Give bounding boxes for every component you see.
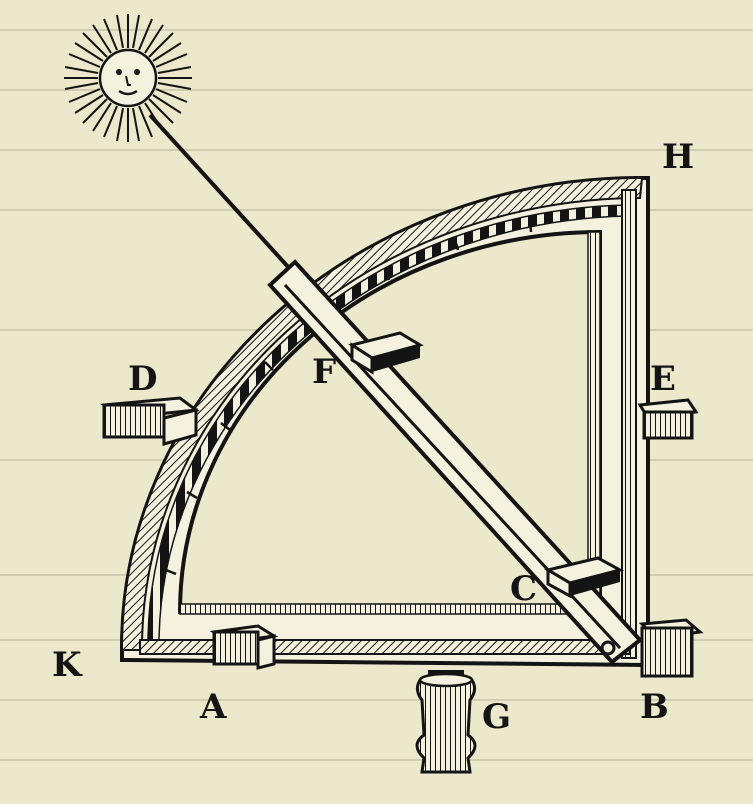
block-b — [638, 618, 704, 678]
handle-g — [415, 670, 477, 774]
label-c: C — [510, 569, 538, 609]
block-d — [100, 396, 200, 446]
label-d: D — [128, 359, 158, 399]
label-h: H — [662, 137, 695, 177]
sun-ray-line — [148, 113, 302, 282]
block-e — [637, 398, 699, 440]
label-f: F — [312, 352, 337, 392]
label-b: B — [640, 687, 669, 727]
label-g: G — [482, 697, 512, 737]
label-e: E — [650, 359, 676, 399]
sight-vane-upper — [348, 331, 424, 375]
block-a — [209, 624, 279, 670]
sun-face-icon — [64, 14, 192, 142]
sight-vane-lower — [544, 556, 625, 599]
label-k: K — [52, 645, 82, 685]
label-a: A — [200, 687, 227, 727]
